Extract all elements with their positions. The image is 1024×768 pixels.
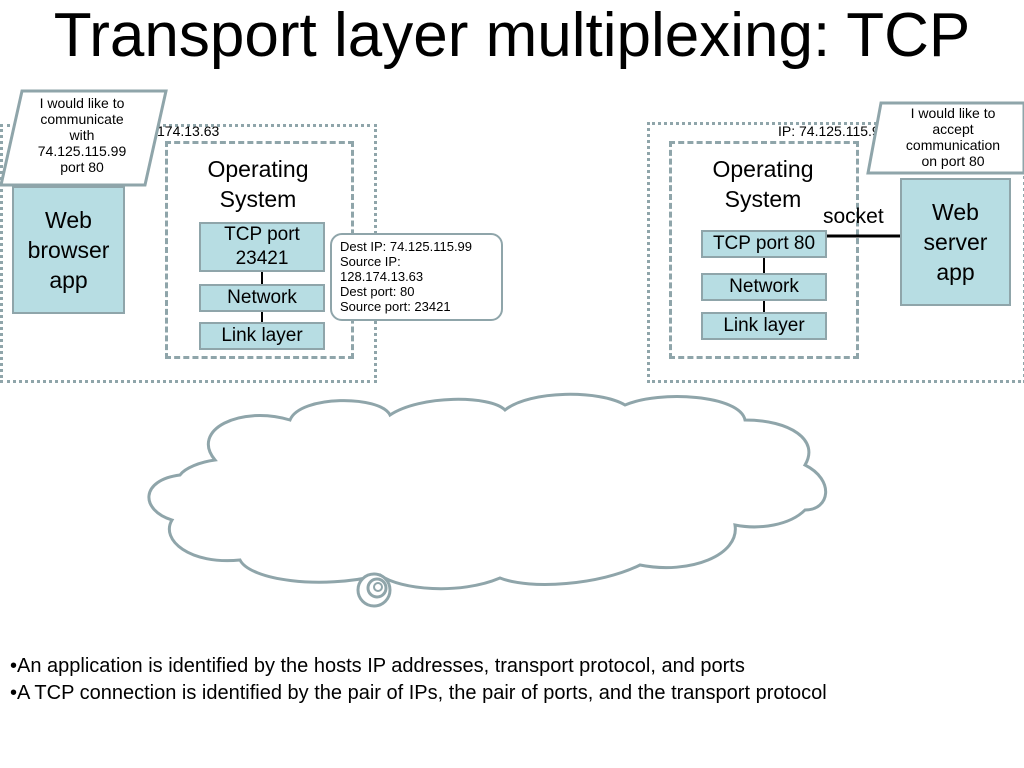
bullet-item: •An application is identified by the hos…	[10, 655, 745, 677]
left-tcp-port-layer: TCP port 23421	[199, 222, 325, 272]
left-network-layer: Network	[199, 284, 325, 312]
right-os-label: Operating System	[712, 156, 814, 212]
right-os-boundary	[669, 141, 859, 359]
left-callout-text: I would like to communicate with 74.125.…	[37, 95, 127, 175]
left-host-ip-label: 174.13.63	[157, 123, 220, 139]
network-cloud	[147, 392, 828, 591]
socket-label: socket	[823, 205, 884, 228]
right-callout-shape	[866, 101, 1024, 175]
bullet-item: •A TCP connection is identified by the p…	[10, 682, 827, 704]
left-os-label: Operating System	[207, 156, 309, 212]
packet-source-port: Source port: 23421	[340, 299, 451, 314]
packet-header-box: Dest IP: 74.125.115.99 Source IP: 128.17…	[330, 233, 503, 321]
packet-source-ip-label: Source IP:	[340, 254, 401, 269]
cloud-tail-bubble-inner	[373, 582, 383, 592]
left-link-layer: Link layer	[199, 322, 325, 350]
packet-dest-ip: Dest IP: 74.125.115.99	[340, 239, 473, 254]
right-tcp-port-layer: TCP port 80	[701, 230, 827, 258]
web-browser-app: Web browser app	[12, 186, 125, 314]
slide-title: Transport layer multiplexing: TCP	[53, 1, 971, 70]
right-host-ip-label: IP: 74.125.115.99	[778, 123, 888, 139]
bullet-list: •An application is identified by the hos…	[10, 653, 827, 707]
right-link-layer: Link layer	[701, 312, 827, 340]
packet-source-ip-value: 128.174.13.63	[340, 269, 424, 284]
right-callout-text: I would like to accept communication on …	[905, 105, 1001, 169]
packet-dest-port: Dest port: 80	[340, 284, 415, 299]
left-callout-shape	[0, 89, 168, 187]
web-server-app: Web server app	[900, 178, 1011, 306]
right-network-layer: Network	[701, 273, 827, 301]
